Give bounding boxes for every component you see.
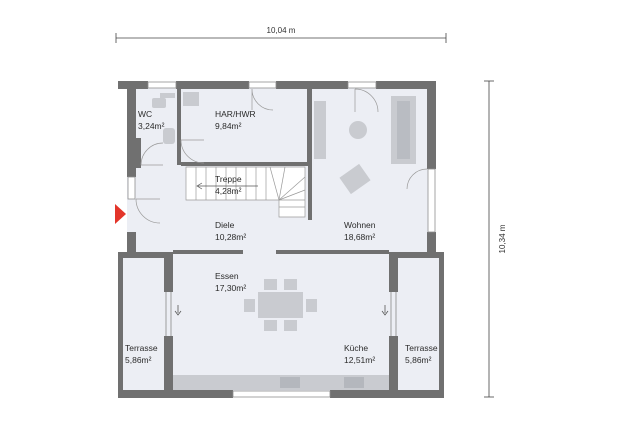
room-labels: WC 3,24m² HAR/HWR 9,84m² Treppe 4,28m² D…	[125, 109, 438, 365]
room-terrasse-left-name: Terrasse	[125, 343, 158, 353]
wc-cabinet	[160, 93, 175, 98]
room-essen-area: 17,30m²	[215, 283, 246, 293]
dining-chair	[264, 320, 277, 331]
dining-table	[258, 292, 303, 318]
room-wohnen-name: Wohnen	[344, 220, 376, 230]
room-treppe-area: 4,28m²	[215, 186, 242, 196]
room-terrasse-left-area: 5,86m²	[125, 355, 152, 365]
window-wc	[147, 81, 177, 89]
wohnen-sofa-inner	[397, 101, 410, 159]
room-diele-name: Diele	[215, 220, 235, 230]
room-diele-area: 10,28m²	[215, 232, 246, 242]
room-treppe-name: Treppe	[215, 174, 242, 184]
dining-chair	[284, 320, 297, 331]
entrance-arrow-icon	[115, 204, 126, 224]
kitchen-hob	[280, 377, 300, 388]
room-har-name: HAR/HWR	[215, 109, 256, 119]
window-wohnen-top	[347, 81, 377, 89]
room-wohnen-area: 18,68m²	[344, 232, 375, 242]
windows	[127, 81, 436, 398]
height-label: 10,34 m	[498, 224, 507, 253]
wohnen-table	[349, 121, 367, 139]
room-kueche-name: Küche	[344, 343, 368, 353]
dining-chair	[264, 279, 277, 290]
wc-toilet	[163, 128, 175, 144]
walls	[118, 81, 444, 398]
width-label: 10,04 m	[267, 26, 296, 35]
wc-sink	[152, 98, 166, 108]
dining-chair	[306, 299, 317, 312]
har-unit	[183, 92, 199, 106]
window-bottom	[232, 390, 331, 398]
wohnen-armchair	[339, 163, 371, 195]
window-har	[248, 81, 277, 89]
height-dimension: 10,34 m	[484, 80, 507, 398]
dining-chair	[284, 279, 297, 290]
window-right	[427, 168, 436, 233]
room-wc-area: 3,24m²	[138, 121, 165, 131]
room-har-area: 9,84m²	[215, 121, 242, 131]
room-terrasse-right-area: 5,86m²	[405, 355, 432, 365]
wohnen-sideboard	[314, 101, 326, 159]
door-swings	[135, 88, 428, 224]
dining-chair	[244, 299, 255, 312]
room-essen-name: Essen	[215, 271, 239, 281]
kitchen-sink	[344, 377, 364, 388]
furniture	[152, 92, 416, 390]
room-wc-name: WC	[138, 109, 152, 119]
window-left	[127, 176, 136, 200]
terrace-doors	[165, 292, 397, 336]
terrace-left-floor	[119, 258, 167, 391]
room-kueche-area: 12,51m²	[344, 355, 375, 365]
terrace-right-floor	[396, 258, 443, 391]
room-terrasse-right-name: Terrasse	[405, 343, 438, 353]
width-dimension: 10,04 m	[115, 26, 447, 43]
staircase	[185, 166, 306, 218]
